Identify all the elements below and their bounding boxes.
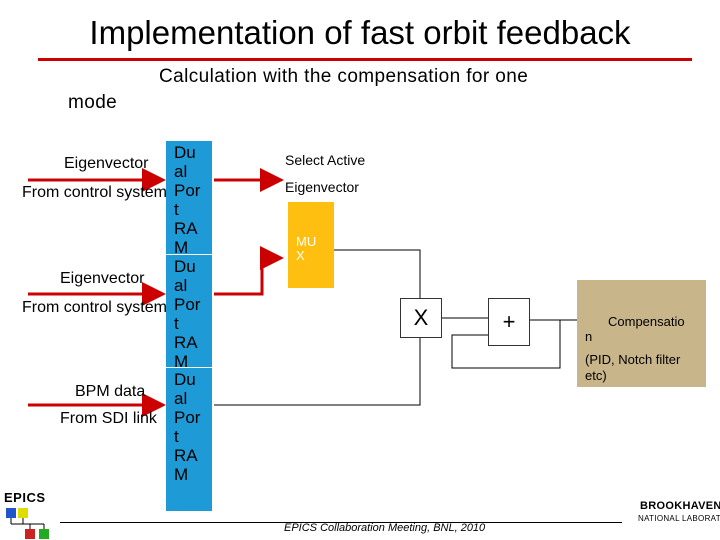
ram-3-text: Du al Por t RA M	[174, 370, 201, 484]
title-underline	[38, 58, 692, 61]
slide-subtitle-continuation: mode	[68, 92, 118, 113]
ram-1-text: Du al Por t RA M	[174, 143, 201, 254]
input-1-label: Eigenvector	[64, 155, 149, 172]
compensation-label: Compensatio	[608, 314, 685, 329]
input-1-source: From control system	[22, 184, 167, 201]
compensation-desc-2: etc)	[585, 368, 607, 383]
input-3-source: From SDI link	[60, 410, 157, 427]
footer-rule	[60, 522, 622, 523]
dual-port-ram-3: Du al Por t RA M	[166, 368, 212, 511]
select-active-label-2: Eigenvector	[285, 179, 359, 195]
input-2-label: Eigenvector	[60, 270, 145, 287]
input-3-label: BPM data	[75, 383, 146, 400]
ram2-to-mux-arrow	[214, 246, 284, 296]
adder-symbol: +	[502, 309, 516, 334]
multiplier-symbol: X	[413, 305, 429, 330]
ram-2-text: Du al Por t RA M	[174, 257, 201, 367]
slide-title: Implementation of fast orbit feedback	[89, 14, 631, 51]
bnl-logo-subtext: NATIONAL LABORATORY	[638, 514, 720, 523]
multiplier-block: X	[400, 298, 442, 338]
mux-block: MU X	[288, 202, 334, 288]
adder-block: +	[488, 298, 530, 346]
compensation-desc: (PID, Notch filter	[585, 352, 681, 367]
ram3-to-multiplier-line	[214, 336, 421, 406]
footer-text: EPICS Collaboration Meeting, BNL, 2010	[284, 522, 486, 534]
adder-feedback-loop	[451, 320, 561, 369]
compensation-label-wrap: n	[585, 329, 593, 344]
dual-port-ram-2: Du al Por t RA M	[166, 255, 212, 367]
mux-to-multiplier-line	[334, 249, 421, 298]
input-2-source: From control system	[22, 299, 167, 316]
select-active-label: Select Active	[285, 152, 366, 168]
bnl-logo-text: BROOKHAVEN	[640, 500, 720, 512]
epics-logo-icon	[6, 508, 49, 539]
slide-subtitle: Calculation with the compensation for on…	[159, 66, 529, 87]
dual-port-ram-1: Du al Por t RA M	[166, 141, 212, 254]
compensation-block: Compensatio n (PID, Notch filter etc)	[577, 280, 706, 387]
mux-text: MU X	[296, 234, 317, 263]
epics-logo-text: EPICS	[4, 490, 46, 505]
